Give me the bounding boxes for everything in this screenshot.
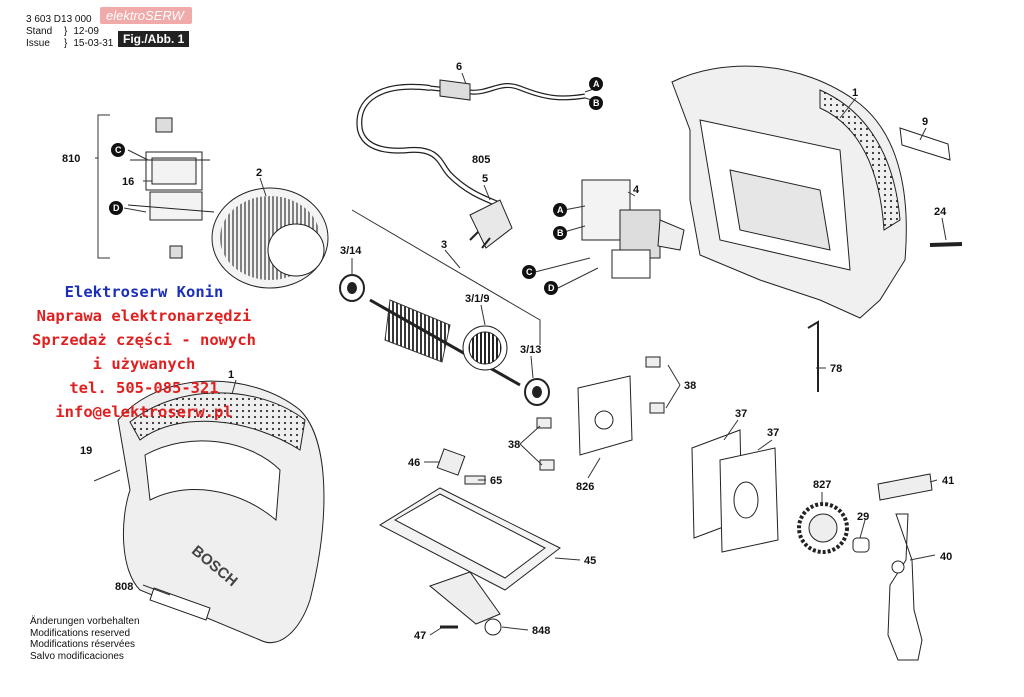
clips-38 (536, 356, 665, 471)
label-part-4: 4 (633, 184, 640, 196)
modification-notes: Änderungen vorbehalten Modifications res… (30, 616, 140, 662)
document-header: 3 603 D13 000 Stand} 12-09 Issue} 15-03-31 (26, 14, 113, 50)
connector-d-brush-label: D (113, 203, 120, 213)
housing-half-right (671, 65, 907, 319)
promo-email: info@elektroserw.pl (55, 403, 233, 421)
label-part-19: 19 (80, 445, 92, 457)
connector-c-brush: C (111, 143, 125, 157)
label-part-24: 24 (934, 206, 947, 218)
housing-half-left (117, 380, 325, 644)
label-part-40: 40 (940, 551, 952, 563)
label-part-827: 827 (813, 479, 831, 491)
stand-value: 12-09 (73, 26, 99, 37)
label-part-2: 2 (256, 167, 262, 179)
watermark: elektroSERW (100, 7, 192, 24)
part-number: 3 603 D13 000 (26, 14, 113, 26)
label-part-47: 47 (414, 630, 426, 642)
base-plate (378, 487, 561, 636)
connector-a-top-label: A (593, 79, 600, 89)
label-part-3-13: 3/13 (520, 344, 541, 356)
part-9 (899, 127, 951, 161)
connector-b-top-label: B (593, 98, 600, 108)
label-part-805: 805 (472, 154, 490, 166)
part-number-text: 3 603 D13 000 (26, 14, 92, 25)
guide-plates (577, 375, 779, 553)
promo-sales: Sprzedaż części - nowych (32, 331, 256, 349)
connector-b-switch-label: B (557, 228, 564, 238)
stand-brace: } (64, 26, 68, 37)
connector-b-top: B (589, 96, 603, 110)
issue-row: Issue} 15-03-31 (26, 38, 113, 50)
label-part-848: 848 (532, 625, 550, 637)
connector-d-brush: D (109, 201, 123, 215)
brush-holder-assembly (127, 117, 215, 259)
label-part-46: 46 (408, 457, 420, 469)
connector-b-switch: B (553, 226, 567, 240)
label-part-41: 41 (942, 475, 954, 487)
label-part-808: 808 (115, 581, 133, 593)
label-part-810: 810 (62, 153, 80, 165)
connector-a-top: A (589, 77, 603, 91)
label-part-78: 78 (830, 363, 842, 375)
part-78-hexkey (807, 320, 819, 392)
connector-c-switch: C (522, 265, 536, 279)
label-part-37-b: 37 (767, 427, 779, 439)
plug (469, 199, 513, 249)
promo-sales-2: i używanych (92, 355, 196, 373)
connector-a-switch: A (553, 203, 567, 217)
label-part-1-left: 1 (228, 369, 234, 381)
connector-a-switch-label: A (557, 205, 564, 215)
part-3-bracket (351, 209, 541, 345)
label-part-3-14: 3/14 (340, 245, 362, 257)
dealer-promo: Elektroserw Konin Naprawa elektronarzędz… (12, 280, 276, 424)
field-stator (211, 187, 329, 289)
issue-value: 15-03-31 (73, 38, 114, 49)
issue-brace: } (64, 38, 68, 49)
stroke-rod (877, 473, 933, 661)
part-46 (436, 448, 466, 476)
switch (581, 179, 685, 279)
label-part-29: 29 (857, 511, 869, 523)
promo-company: Elektroserw Konin (64, 283, 224, 301)
label-part-5: 5 (482, 173, 488, 185)
promo-phone: tel. 505-085-321 (69, 379, 219, 397)
part-810-bracket (97, 114, 110, 259)
leader-lines (93, 72, 947, 636)
label-part-9: 9 (922, 116, 928, 128)
power-cord (356, 79, 586, 208)
label-part-38-b: 38 (508, 439, 520, 451)
note-fr: Modifications réservées (30, 639, 136, 650)
stand-label: Stand (26, 26, 53, 37)
label-part-826: 826 (576, 481, 594, 493)
connector-d-switch: D (544, 281, 558, 295)
note-es: Salvo modificaciones (30, 650, 124, 662)
promo-service: Naprawa elektronarzędzi (36, 307, 252, 325)
label-part-65: 65 (490, 475, 502, 487)
label-part-3-1-9: 3/1/9 (465, 293, 489, 305)
connector-c-switch-label: C (526, 267, 533, 277)
label-part-16: 16 (122, 176, 134, 188)
part-labels: 1 1 2 3 3/14 3/1/9 3/13 4 5 6 9 16 19 24… (62, 61, 954, 642)
label-part-1-top: 1 (852, 87, 858, 99)
label-part-6: 6 (456, 61, 462, 73)
label-part-3: 3 (441, 239, 447, 251)
figure-label: Fig./Abb. 1 (118, 31, 190, 47)
part-24 (929, 242, 963, 247)
armature (339, 274, 550, 406)
stand-row: Stand} 12-09 (26, 26, 113, 38)
connector-c-brush-label: C (115, 145, 122, 155)
label-part-37-a: 37 (735, 408, 747, 420)
note-en: Modifications reserved (30, 627, 131, 639)
label-part-45: 45 (584, 555, 596, 567)
gear-827 (797, 502, 870, 554)
label-part-38-a: 38 (684, 380, 696, 392)
note-de: Änderungen vorbehalten (30, 616, 140, 627)
issue-label: Issue (26, 38, 50, 49)
connector-d-switch-label: D (548, 283, 555, 293)
